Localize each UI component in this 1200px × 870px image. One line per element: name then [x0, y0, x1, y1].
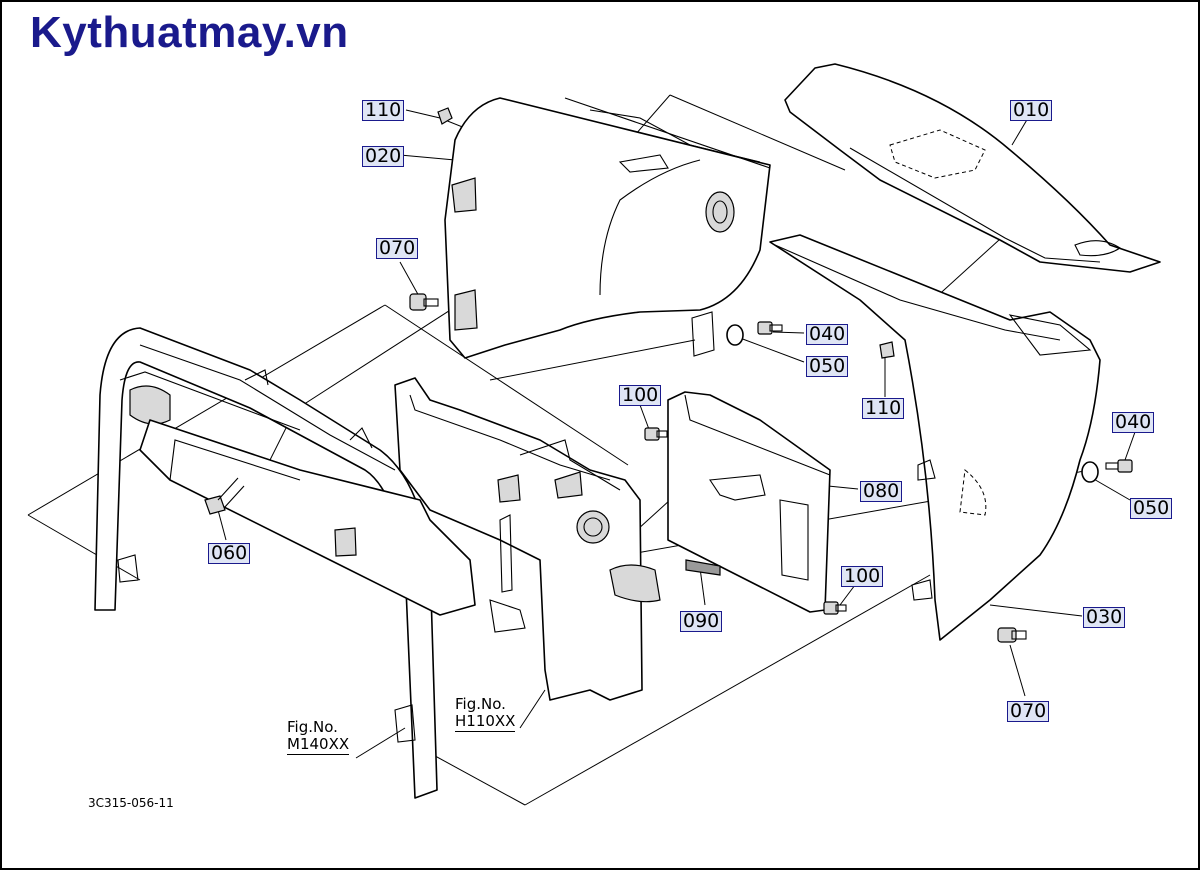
- fig-ref-m140xx-line2: M140XX: [287, 735, 350, 755]
- callout-070-left: 070: [376, 238, 419, 259]
- part-040-screw-b: [1105, 459, 1133, 473]
- part-030-right-panel: [769, 234, 1101, 641]
- fig-ref-h110xx-line1: Fig.No.: [455, 695, 506, 713]
- part-010-top-cover: [784, 63, 1161, 273]
- callout-100-lower: 100: [841, 566, 884, 587]
- callout-080: 080: [860, 481, 903, 502]
- callout-050-center: 050: [806, 356, 849, 377]
- callout-110-upper: 110: [362, 100, 405, 121]
- part-070-bolt-b: [997, 627, 1027, 643]
- callout-100-upper: 100: [619, 385, 662, 406]
- callout-040-center: 040: [806, 324, 849, 345]
- callout-030: 030: [1083, 607, 1126, 628]
- callout-110-lower: 110: [862, 398, 905, 419]
- part-070-bolt-a: [409, 293, 439, 311]
- part-100-screw-a: [644, 427, 668, 441]
- callout-040-right: 040: [1112, 412, 1155, 433]
- part-110-clip-a: [437, 107, 453, 125]
- callout-060: 060: [208, 543, 251, 564]
- part-050-washer-b: [1081, 461, 1099, 483]
- part-080-bracket-panel: [609, 391, 831, 613]
- callout-020: 020: [362, 146, 405, 167]
- part-060-bolt: [204, 477, 245, 515]
- callout-010: 010: [1010, 100, 1053, 121]
- part-090-pad: [685, 559, 721, 576]
- callout-090: 090: [680, 611, 723, 632]
- fig-ref-m140xx-line1: Fig.No.: [287, 718, 338, 736]
- front-frame-m140xx: [94, 327, 476, 799]
- assembly-guide-lines: [27, 94, 1136, 806]
- part-040-screw-a: [757, 321, 783, 335]
- fig-ref-h110xx: Fig.No. H110XX: [455, 695, 516, 732]
- callout-050-right: 050: [1130, 498, 1173, 519]
- dash-frame-h110xx: [394, 377, 643, 701]
- fasteners: [204, 107, 1133, 643]
- part-020-left-panel: [444, 97, 771, 359]
- fig-ref-m140xx: Fig.No. M140XX: [287, 718, 350, 755]
- fig-ref-h110xx-line2: H110XX: [455, 712, 516, 732]
- brand-watermark: Kythuatmay.vn: [30, 8, 349, 57]
- callout-070-right: 070: [1007, 701, 1050, 722]
- part-050-washer-a: [726, 324, 744, 346]
- part-100-screw-b: [823, 601, 847, 615]
- drawing-code: 3C315-056-11: [88, 796, 174, 810]
- part-110-clip-b: [879, 341, 895, 359]
